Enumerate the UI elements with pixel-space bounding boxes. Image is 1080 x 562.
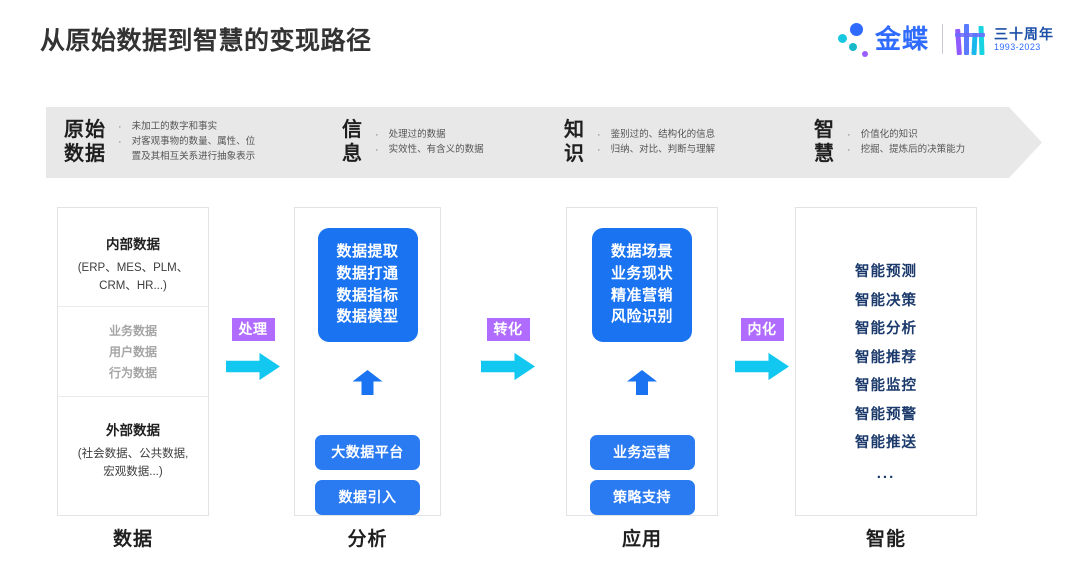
stage-bullet-text: 鉴别过的、结构化的信息: [610, 128, 716, 140]
stage-bullet: · 未加工的数字和事实: [118, 120, 255, 135]
analysis-pill-platform[interactable]: 大数据平台: [315, 435, 420, 470]
anniversary-years: 1993-2023: [994, 41, 1041, 52]
kingdee-dots-icon: [837, 21, 871, 57]
column-label-analysis: 分析: [347, 529, 388, 550]
stage-bullet: · 归纳、对比、判断与理解: [597, 143, 715, 158]
right-arrow-icon: [735, 352, 789, 381]
column-label-application: 应用: [621, 529, 662, 550]
stage-bullet-text: 处理过的数据: [388, 128, 446, 140]
card-intelligence: 智能预测 智能决策 智能分析 智能推荐 智能监控 智能预警 智能推送 ...: [795, 207, 977, 516]
external-data-subtext: (社会数据、公共数据, 宏观数据...): [77, 447, 189, 479]
analysis-pill-ingestion[interactable]: 数据引入: [315, 480, 420, 515]
right-arrow-icon: [481, 352, 535, 381]
list-item: 智能预测: [855, 264, 917, 280]
bullet-dot-icon: ·: [847, 143, 851, 156]
stage-block-knowledge: 知 识 · 鉴别过的、结构化的信息 · 归纳、对比、判断与理解: [564, 107, 814, 178]
list-item-ellipsis: ...: [876, 464, 896, 482]
stage-bullet: · 价值化的知识: [847, 128, 965, 143]
logo-divider: [942, 24, 943, 54]
column-label-data: 数据: [112, 529, 153, 550]
list-item: 智能监控: [855, 378, 917, 395]
brand-logo: 金蝶 三十周年 1993-2023: [837, 18, 1054, 60]
anniversary-label: 三十周年: [994, 25, 1054, 42]
up-arrow-icon: [352, 370, 383, 395]
stage-bullet: · 实效性、有含义的数据: [375, 143, 484, 158]
card-analysis: 数据提取 数据打通 数据指标 数据模型 大数据平台 数据引入: [294, 207, 441, 516]
bullet-dot-icon: ·: [118, 121, 122, 134]
bullet-dot-icon: ·: [118, 136, 122, 149]
stage-bullets: · 处理过的数据 · 实效性、有含义的数据: [375, 128, 484, 157]
connector-label: 内化: [740, 318, 784, 341]
stage-bullets: · 鉴别过的、结构化的信息 · 归纳、对比、判断与理解: [597, 128, 715, 157]
list-item: 智能决策: [855, 292, 917, 309]
internal-data-subtext: (ERP、MES、PLM、 CRM、HR...): [77, 262, 189, 293]
stage-name: 知 识: [564, 118, 585, 165]
stage-name: 信 息: [342, 118, 363, 165]
page-title: 从原始数据到智慧的变现路径: [40, 27, 372, 55]
stage-bullet: · 鉴别过的、结构化的信息: [597, 128, 715, 143]
stage-name: 智 慧: [814, 118, 835, 165]
stage-bullet-text: 归纳、对比、判断与理解: [610, 143, 716, 155]
stage-block-raw-data: 原始 数据 · 未加工的数字和事实 · 对客观事物的数量、属性、位 置及其相互关…: [46, 107, 342, 178]
application-scenario-box: 数据场景 业务现状 精准营销 风险识别: [592, 228, 692, 342]
stage-bullet-text: 对客观事物的数量、属性、位 置及其相互关系进行抽象表示: [131, 136, 256, 162]
bullet-dot-icon: ·: [847, 128, 851, 141]
stage-bullet-text: 挖掘、提炼后的决策能力: [860, 143, 966, 155]
connector-label: 处理: [231, 318, 275, 341]
stage-block-information: 信 息 · 处理过的数据 · 实效性、有含义的数据: [342, 107, 564, 178]
stage-bullets: · 价值化的知识 · 挖掘、提炼后的决策能力: [847, 128, 965, 157]
list-item: 智能分析: [855, 321, 917, 338]
list-item: 智能推送: [855, 435, 917, 452]
connector-internalization: 内化: [731, 318, 793, 381]
stage-name: 原始 数据: [64, 118, 106, 165]
data-external-section: 外部数据 (社会数据、公共数据, 宏观数据...): [58, 397, 208, 492]
internal-data-heading: 内部数据: [106, 237, 160, 252]
connector-label: 转化: [486, 318, 530, 341]
bullet-dot-icon: ·: [375, 143, 379, 156]
anniversary-mark-icon: [954, 22, 988, 56]
stage-bullets: · 未加工的数字和事实 · 对客观事物的数量、属性、位 置及其相互关系进行抽象表…: [118, 120, 255, 164]
list-item: 智能预警: [855, 406, 917, 423]
brand-name: 金蝶: [874, 24, 929, 54]
stage-bullet: · 挖掘、提炼后的决策能力: [847, 143, 965, 158]
data-internal-section: 内部数据 (ERP、MES、PLM、 CRM、HR...): [58, 208, 208, 306]
column-label-intelligence: 智能: [865, 529, 906, 550]
bullet-dot-icon: ·: [597, 128, 601, 141]
connector-transformation: 转化: [477, 318, 539, 381]
data-type-line: 行为数据: [108, 365, 157, 380]
stage-banner: 原始 数据 · 未加工的数字和事实 · 对客观事物的数量、属性、位 置及其相互关…: [46, 107, 1042, 178]
data-type-line: 业务数据: [108, 323, 157, 338]
bullet-dot-icon: ·: [597, 143, 601, 156]
data-type-line: 用户数据: [108, 344, 157, 359]
stage-block-wisdom: 智 慧 · 价值化的知识 · 挖掘、提炼后的决策能力: [814, 107, 994, 178]
stage-bullet-text: 实效性、有含义的数据: [388, 143, 484, 155]
intelligence-list: 智能预测 智能决策 智能分析 智能推荐 智能监控 智能预警 智能推送 ...: [796, 258, 976, 489]
list-item: 智能推荐: [855, 349, 917, 366]
connector-processing: 处理: [222, 318, 284, 381]
application-pill-operations[interactable]: 业务运营: [589, 435, 695, 470]
stage-bullet-text: 价值化的知识: [860, 128, 918, 140]
analysis-capability-box: 数据提取 数据打通 数据指标 数据模型: [317, 228, 418, 342]
external-data-heading: 外部数据: [106, 422, 160, 438]
bullet-dot-icon: ·: [375, 128, 379, 141]
application-pill-strategy[interactable]: 策略支持: [589, 480, 695, 515]
stage-bullet-text: 未加工的数字和事实: [131, 121, 218, 133]
card-application: 数据场景 业务现状 精准营销 风险识别 业务运营 策略支持: [566, 207, 718, 516]
card-data: 内部数据 (ERP、MES、PLM、 CRM、HR...) 业务数据 用户数据 …: [57, 207, 209, 516]
up-arrow-icon: [627, 370, 657, 395]
stage-bullet: · 处理过的数据: [375, 128, 484, 143]
data-middle-section: 业务数据 用户数据 行为数据: [58, 305, 208, 397]
right-arrow-icon: [226, 352, 280, 381]
anniversary-text: 三十周年 1993-2023: [994, 26, 1054, 52]
stage-bullet: · 对客观事物的数量、属性、位 置及其相互关系进行抽象表示: [118, 135, 255, 164]
